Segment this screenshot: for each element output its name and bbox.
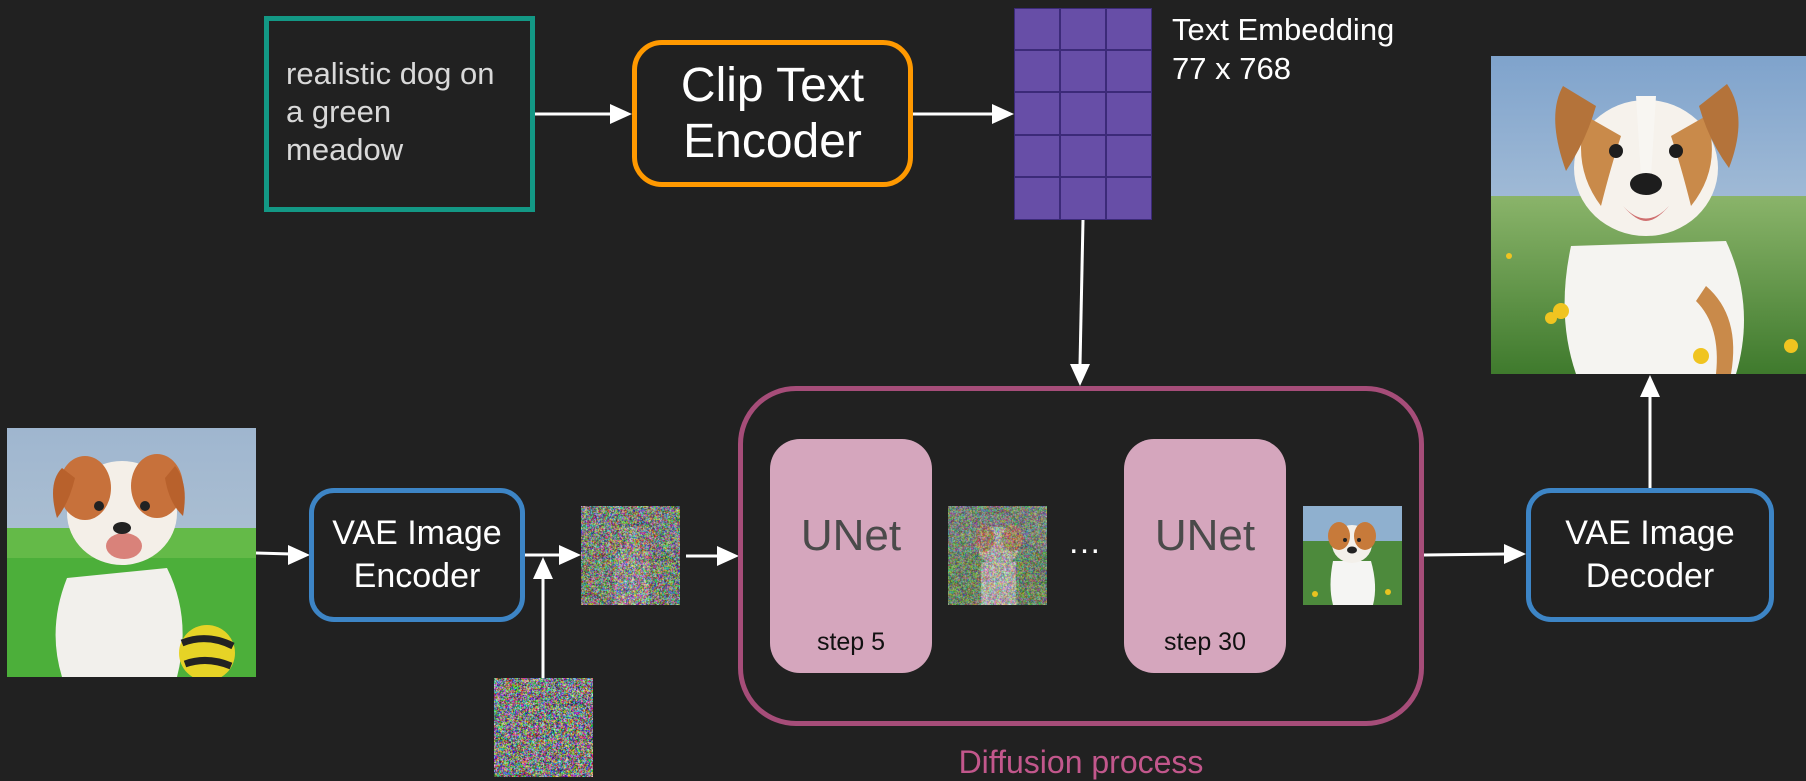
intermediate-denoised-image <box>948 506 1047 605</box>
prompt-text: realistic dog on a green meadow <box>286 56 495 167</box>
clip-label-line2: Encoder <box>683 114 862 168</box>
vae-image-encoder-box: VAE Image Encoder <box>309 488 525 622</box>
arrowhead <box>288 545 310 565</box>
unet-step-label: step 5 <box>816 628 886 656</box>
vae-encoder-line2: Encoder <box>353 557 481 595</box>
vae-decoder-line1: VAE Image <box>1565 514 1735 552</box>
arrowhead <box>1504 544 1526 564</box>
unet-title: UNet <box>800 511 902 560</box>
random-noise-image <box>494 678 593 777</box>
text-embedding-grid <box>1014 8 1152 220</box>
embedding-matrix <box>1014 8 1152 220</box>
arrowhead <box>1070 364 1090 386</box>
unet-block-step-30: UNet step 30 <box>1124 439 1286 673</box>
arrow-embedding-to-diffusion <box>1078 219 1085 366</box>
vae-decoder-line2: Decoder <box>1585 557 1715 595</box>
arrowhead <box>717 546 739 566</box>
arrowhead <box>559 545 581 565</box>
vae-image-decoder-box: VAE Image Decoder <box>1526 488 1774 622</box>
vae-encoder-line1: VAE Image <box>332 514 502 552</box>
prompt-box: realistic dog on a green meadow <box>264 16 535 212</box>
noisy-latent-image <box>581 506 680 605</box>
clip-text-encoder-box: Clip Text Encoder <box>632 40 913 187</box>
ellipsis: … <box>1067 523 1102 561</box>
arrowhead <box>610 104 632 124</box>
arrowhead <box>533 557 553 579</box>
arrowhead <box>1640 375 1660 397</box>
arrow-diffusion-to-decoder <box>1423 552 1506 557</box>
diffusion-process-frame <box>738 386 1424 726</box>
unet-block-step-5: UNet step 5 <box>770 439 932 673</box>
unet-step-label: step 30 <box>1163 628 1246 656</box>
input-dog-drawing-image <box>7 428 256 677</box>
arrow-image-to-encoder <box>255 551 292 556</box>
unet-title: UNet <box>1154 511 1256 560</box>
denoised-latent-dog-image <box>1303 506 1402 605</box>
clip-label-line1: Clip Text <box>680 58 865 112</box>
output-realistic-dog-image <box>1491 56 1806 374</box>
text-embedding-title: Text Embedding <box>1172 12 1395 47</box>
diffusion-process-label: Diffusion process <box>958 744 1204 780</box>
text-embedding-label: Text Embedding 77 x 768 <box>1172 10 1394 88</box>
text-embedding-shape: 77 x 768 <box>1172 51 1291 86</box>
embedding-grid-lines <box>1014 8 1152 220</box>
arrowhead <box>992 104 1014 124</box>
